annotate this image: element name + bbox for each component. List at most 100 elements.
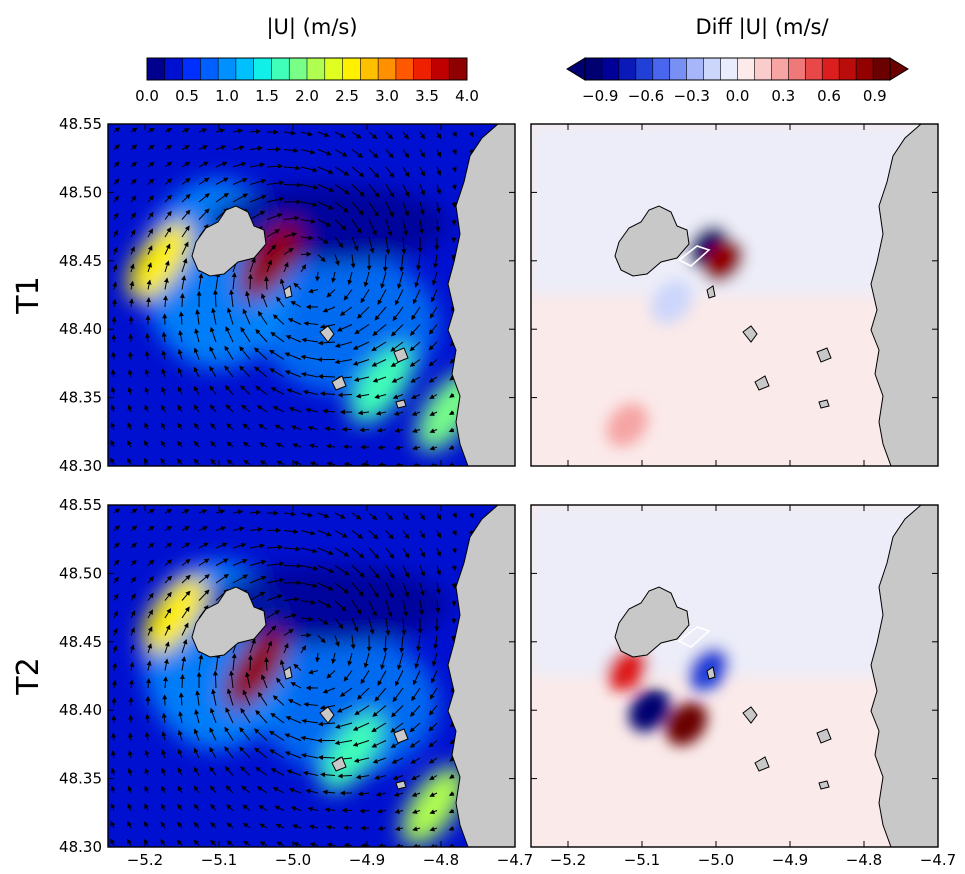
current-arrow	[232, 574, 249, 584]
current-arrow	[317, 512, 330, 518]
y-tick-label: 48.55	[59, 496, 102, 514]
current-arrow	[249, 638, 256, 654]
speed-colorbar-swatch	[413, 58, 432, 80]
current-arrow	[279, 278, 285, 290]
current-arrow	[317, 565, 335, 573]
current-arrow	[113, 195, 119, 203]
current-arrow	[394, 445, 404, 451]
difference-colorbar-tick-label: −0.3	[674, 87, 710, 105]
current-arrow	[147, 245, 153, 255]
current-arrow	[412, 670, 421, 686]
current-arrow	[161, 331, 167, 343]
current-arrow	[144, 422, 149, 430]
current-arrow	[317, 149, 332, 156]
current-arrow	[317, 635, 326, 643]
current-arrow	[212, 670, 218, 689]
current-arrow	[436, 512, 442, 521]
current-arrow	[147, 178, 155, 185]
current-arrow	[334, 236, 344, 249]
current-arrow	[431, 289, 438, 303]
current-arrow	[334, 530, 348, 538]
current-arrow	[371, 341, 387, 352]
current-arrow	[198, 542, 209, 549]
current-arrow	[451, 582, 457, 589]
current-arrow	[402, 219, 409, 236]
current-arrow	[449, 392, 455, 398]
current-arrow	[324, 807, 336, 813]
difference-colorbar-tick-label: 0.3	[771, 87, 795, 105]
current-arrow	[283, 642, 289, 654]
current-arrow	[375, 791, 387, 797]
current-arrow	[266, 610, 280, 619]
x-tick-label: −4.8	[423, 851, 459, 869]
current-arrow	[382, 254, 388, 273]
current-arrow	[161, 749, 167, 759]
current-arrow	[178, 329, 184, 343]
current-arrow	[351, 184, 365, 197]
current-arrow	[249, 194, 267, 203]
current-arrow	[428, 740, 438, 748]
current-arrow	[372, 324, 387, 336]
current-arrow	[301, 372, 319, 378]
current-arrow	[283, 261, 289, 273]
current-arrow	[177, 440, 183, 448]
current-arrow	[215, 558, 229, 566]
current-arrow	[225, 326, 234, 343]
data-hotspot	[142, 574, 207, 655]
current-arrow	[266, 180, 285, 186]
current-arrow	[266, 196, 285, 203]
current-arrow	[127, 767, 133, 776]
difference-colorbar-swatch	[839, 58, 857, 80]
current-arrow	[249, 257, 256, 273]
difference-colorbar-swatch	[771, 58, 789, 80]
difference-colorbar-swatch	[856, 58, 874, 80]
current-arrow	[292, 824, 302, 829]
current-arrow	[164, 227, 172, 238]
current-arrow	[412, 826, 421, 832]
current-arrow	[164, 194, 173, 203]
current-arrow	[293, 461, 302, 466]
current-arrow	[215, 271, 221, 290]
current-arrow	[419, 600, 424, 616]
current-arrow	[307, 806, 319, 812]
current-arrow	[307, 425, 319, 431]
x-tick-label: −5.0	[698, 851, 734, 869]
current-arrow	[232, 161, 247, 168]
current-arrow	[198, 526, 208, 531]
current-arrow	[210, 803, 217, 811]
current-arrow	[110, 422, 116, 430]
difference-colorbar-swatch	[703, 58, 721, 80]
field-layer	[531, 505, 938, 746]
current-arrow	[334, 166, 350, 176]
current-arrow	[385, 184, 395, 198]
current-arrow	[355, 393, 370, 399]
current-arrow	[181, 145, 190, 150]
current-arrow	[385, 219, 393, 237]
current-arrow	[255, 766, 268, 776]
current-arrow	[129, 263, 135, 273]
current-arrow	[147, 262, 153, 273]
current-arrow	[351, 530, 364, 539]
difference-colorbar-swatch	[737, 58, 755, 80]
current-arrow	[272, 314, 285, 325]
current-arrow	[255, 385, 268, 395]
current-arrow	[288, 406, 302, 413]
current-arrow	[419, 582, 425, 597]
current-arrow	[144, 350, 150, 360]
current-arrow	[393, 410, 404, 416]
current-arrow	[144, 821, 149, 829]
current-arrow	[429, 826, 438, 832]
data-hotspot	[224, 629, 288, 709]
current-arrow	[385, 600, 393, 618]
current-arrow	[253, 347, 268, 360]
current-arrow	[339, 687, 353, 697]
current-arrow	[309, 461, 319, 466]
current-arrow	[351, 565, 365, 578]
islet-land	[331, 756, 347, 772]
current-arrow	[419, 201, 425, 216]
current-arrow	[193, 839, 200, 846]
current-arrow	[451, 166, 457, 173]
current-arrow	[392, 775, 404, 780]
current-arrow	[469, 131, 474, 138]
current-arrow	[209, 727, 217, 741]
